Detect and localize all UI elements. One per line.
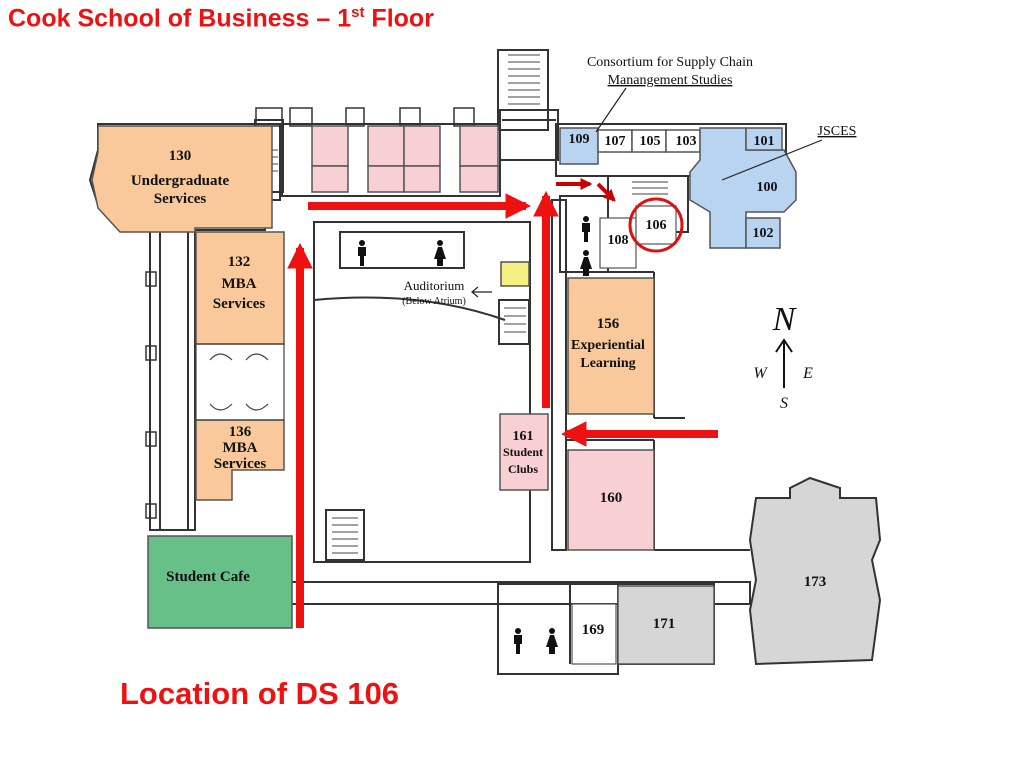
room-130-name-2: Services xyxy=(154,191,207,207)
room-106: 106 xyxy=(628,197,684,253)
room-109-number: 109 xyxy=(569,132,590,147)
room-156: 156 Experiential Learning xyxy=(567,277,655,415)
title-main: Cook School of Business – 1 xyxy=(8,4,352,33)
room-132-number: 132 xyxy=(228,254,251,270)
room-101-number: 101 xyxy=(754,134,775,149)
compass: N W E S xyxy=(753,301,813,412)
compass-east: E xyxy=(802,365,813,382)
consortium-label-2: Manangement Studies xyxy=(608,73,733,88)
restrooms-east xyxy=(580,216,592,276)
slide-title: Cook School of Business – 1st Floor xyxy=(8,4,434,33)
room-130-name-1: Undergraduate xyxy=(131,173,230,189)
room-108-number: 108 xyxy=(608,233,629,248)
blue-rooms xyxy=(559,127,797,249)
compass-south: S xyxy=(780,395,788,412)
room-102-number: 102 xyxy=(753,226,774,241)
route-arrows xyxy=(287,178,718,628)
room-130-number: 130 xyxy=(169,148,192,164)
route-arrow-short-diagonal xyxy=(596,182,616,202)
room-161: 161 Student Clubs xyxy=(499,413,549,491)
auditorium-label-group: Auditorium (Below Atrium) xyxy=(402,278,492,307)
room-130: 130 Undergraduate Services xyxy=(91,125,273,233)
restroom-women-icon-south xyxy=(546,628,558,654)
room-169: 169 xyxy=(571,603,617,665)
west-corridor-doors xyxy=(195,343,285,421)
jsces-callout: JSCES xyxy=(721,124,857,181)
restrooms-central xyxy=(358,240,446,266)
restrooms-south xyxy=(514,628,558,654)
location-caption: Location of DS 106 xyxy=(120,676,400,711)
title-sup: st xyxy=(351,4,365,21)
room-136-name-1: MBA xyxy=(223,440,258,456)
room-132-name-1: MBA xyxy=(222,276,257,292)
room-161-number: 161 xyxy=(513,429,534,444)
room-106-number: 106 xyxy=(646,218,667,233)
elevator-block xyxy=(500,261,530,287)
room-106-highlight-circle xyxy=(628,197,684,253)
room-136-number: 136 xyxy=(229,424,252,440)
room-161-name-2: Clubs xyxy=(508,462,538,476)
room-132: 132 MBA Services xyxy=(195,231,285,345)
student-cafe-label: Student Cafe xyxy=(166,569,250,585)
restroom-women-icon xyxy=(434,240,446,266)
room-171: 171 xyxy=(617,585,715,665)
room-173: 173 xyxy=(748,476,882,666)
stair-hatching xyxy=(262,54,668,554)
room-173-number: 173 xyxy=(804,574,827,590)
room-156-name-1: Experiential xyxy=(571,338,645,353)
consortium-label-1: Consortium for Supply Chain xyxy=(587,55,753,70)
title-end: Floor xyxy=(364,4,434,33)
room-132-name-2: Services xyxy=(213,296,266,312)
auditorium-note: (Below Atrium) xyxy=(402,296,466,307)
room-103-number: 103 xyxy=(676,134,697,149)
pink-offices-north xyxy=(311,125,499,193)
room-160-number: 160 xyxy=(600,490,623,506)
room-136-name-2: Services xyxy=(214,456,267,472)
room-105-number: 105 xyxy=(640,134,661,149)
room-156-number: 156 xyxy=(597,316,620,332)
compass-west: W xyxy=(753,365,768,382)
jsces-label: JSCES xyxy=(818,124,857,139)
consortium-callout: Consortium for Supply Chain Manangement … xyxy=(587,55,753,133)
restroom-men-icon-east xyxy=(582,216,590,242)
room-100-number: 100 xyxy=(757,180,778,195)
room-107-number: 107 xyxy=(605,134,626,149)
room-136: 136 MBA Services xyxy=(195,419,285,501)
room-156-name-2: Learning xyxy=(580,356,635,371)
restroom-men-icon-south xyxy=(514,628,522,654)
room-171-number: 171 xyxy=(653,616,676,632)
blue-room-labels: 109 107 105 103 101 100 102 xyxy=(569,132,778,241)
student-cafe: Student Cafe xyxy=(147,535,293,629)
room-169-number: 169 xyxy=(582,622,605,638)
room-161-name-1: Student xyxy=(503,445,543,459)
auditorium-label: Auditorium xyxy=(404,278,465,293)
restroom-men-icon xyxy=(358,240,366,266)
compass-north: N xyxy=(772,301,798,338)
room-160: 160 xyxy=(567,449,655,551)
west-tower-details xyxy=(145,107,475,519)
